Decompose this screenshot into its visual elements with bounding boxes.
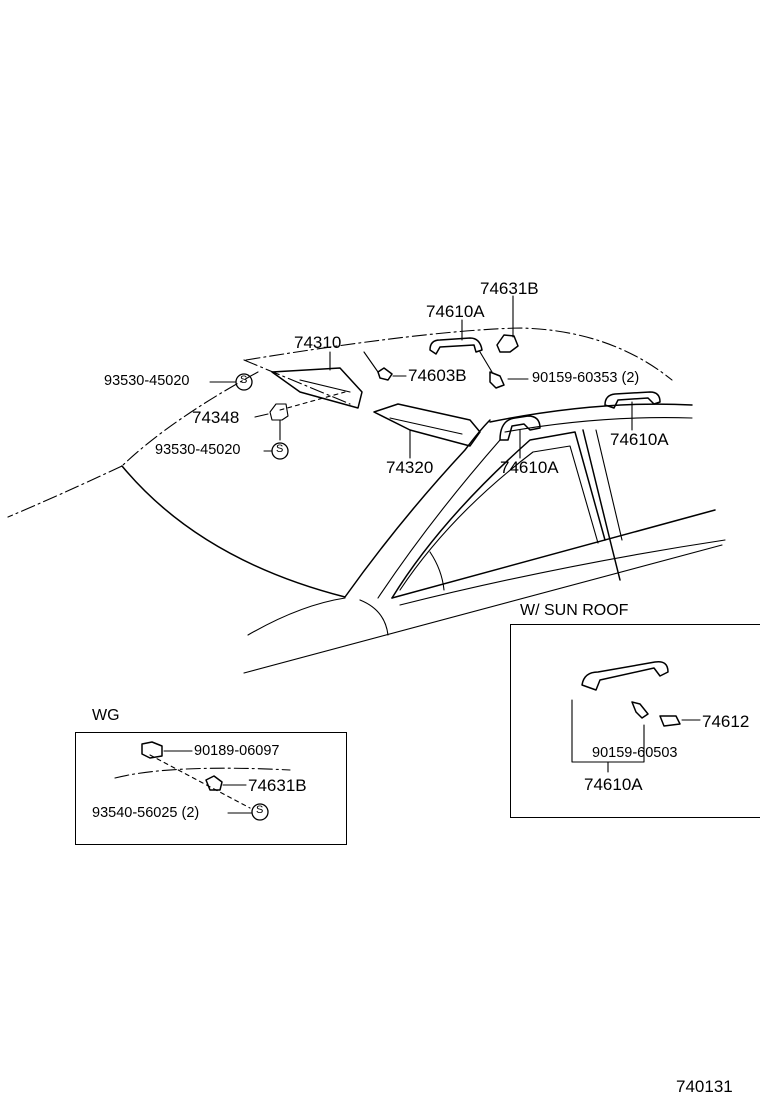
roof-rail-outer — [489, 403, 693, 423]
visor-guide-line — [243, 359, 351, 405]
part-number-93530-45020: 93530-45020 — [104, 373, 190, 389]
part-number-74610A: 74610A — [426, 302, 485, 321]
part-number-90159-60353: 90159-60353 (2) — [532, 370, 640, 386]
clip-guide-line — [279, 391, 346, 411]
s-mark-symbol — [271, 442, 289, 460]
assist-grips — [363, 334, 661, 441]
wg-roof-line — [114, 767, 291, 779]
fender-line — [243, 544, 723, 674]
wg-cap-74631B — [205, 775, 223, 791]
vehicle-body-outline — [7, 327, 726, 674]
part-number-74631B: 74631B — [248, 776, 307, 795]
grip-top — [429, 337, 483, 355]
part-number-74320: 74320 — [386, 458, 434, 477]
part-number-74348: 74348 — [192, 408, 240, 427]
visor-74310-shape — [271, 367, 363, 409]
mirror-arc — [429, 551, 445, 591]
clip-74348-shape — [269, 403, 289, 421]
visor-74320-detail — [389, 417, 463, 435]
screw-74603B — [377, 367, 393, 381]
a-pillar-base — [359, 599, 389, 636]
screw-shank — [479, 351, 493, 373]
b-pillar — [582, 429, 621, 581]
s-mark-symbol — [235, 373, 253, 391]
belt-line-lower — [399, 539, 726, 606]
b-pillar-inner — [595, 429, 623, 541]
part-number-74610A: 74610A — [500, 458, 559, 477]
windshield-lower-edge — [121, 465, 346, 598]
wg-section-parts — [114, 741, 291, 821]
front-window-frame — [391, 431, 606, 599]
s-mark-label: S — [276, 443, 284, 455]
part-number-74610A: 74610A — [610, 430, 669, 449]
part-number-93530-45020: 93530-45020 — [155, 442, 241, 458]
cowl-line — [247, 597, 346, 636]
sunroof-section-parts — [571, 660, 701, 773]
visor-74310-detail — [299, 379, 351, 393]
screw-90159-60353 — [489, 371, 505, 389]
s-mark-label: S — [256, 804, 264, 816]
leader-lines — [209, 295, 633, 459]
part-number-90159-60503: 90159-60503 — [592, 745, 678, 761]
part-number-93540-56025: 93540-56025 (2) — [92, 805, 200, 821]
part-number-74612: 74612 — [702, 712, 750, 731]
section-title-wg: WG — [92, 707, 120, 724]
grip-mid — [499, 415, 541, 441]
screw-74603B-shank — [363, 351, 379, 373]
a-pillar-inner — [377, 439, 501, 599]
front-window-inner — [399, 445, 599, 591]
windshield-top-line — [121, 371, 259, 467]
sunroof-grip-74610A — [581, 660, 669, 691]
grip-right — [604, 391, 661, 409]
wg-clip-90189 — [141, 741, 163, 759]
belt-line — [391, 509, 716, 599]
part-number-74603B: 74603B — [408, 366, 467, 385]
part-number-74310: 74310 — [294, 333, 342, 352]
section-title-sunroof: W/ SUN ROOF — [520, 602, 629, 619]
s-mark-symbol — [251, 803, 269, 821]
cap-74631B — [496, 334, 519, 353]
sunroof-clip-74612 — [659, 715, 681, 727]
roof-edge-line — [245, 327, 673, 381]
part-number-74610A: 74610A — [584, 775, 643, 794]
a-pillar-outer — [344, 419, 491, 598]
figure-id: 740131 — [676, 1077, 733, 1096]
s-marks — [235, 373, 289, 460]
wg-guide-line — [149, 754, 251, 809]
sunroof-inset-box — [510, 624, 760, 818]
wg-inset-box — [75, 732, 347, 845]
s-mark-label: S — [240, 374, 248, 386]
visor-74320-shape — [373, 403, 481, 447]
hood-line — [7, 465, 123, 518]
sunroof-screw — [631, 701, 649, 719]
part-number-74631B: 74631B — [480, 279, 539, 298]
part-number-90189-06097: 90189-06097 — [194, 743, 280, 759]
